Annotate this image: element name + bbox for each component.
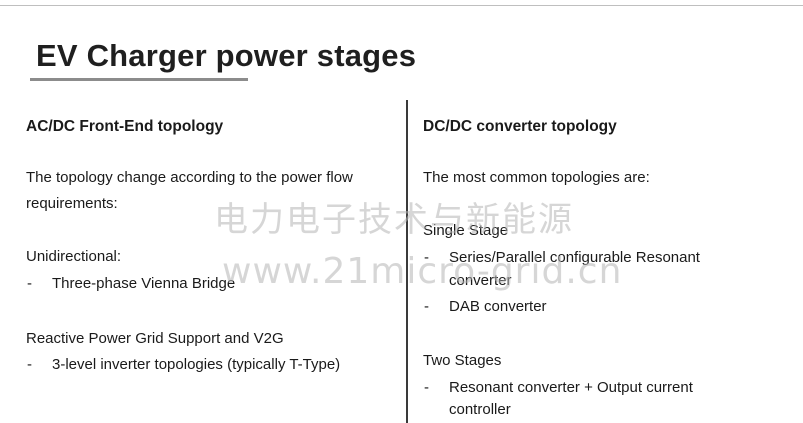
slide-title: EV Charger power stages (36, 38, 417, 73)
title-underline (30, 78, 248, 81)
right-intro: The most common topologies are: (423, 169, 650, 186)
unidirectional-label: Unidirectional: (26, 248, 122, 265)
single-stage-label: Single Stage (423, 222, 509, 239)
two-stage-item-line1: Resonant converter + Output current (449, 379, 693, 396)
t-type-item: 3-level inverter topologies (typically T… (52, 356, 341, 373)
v2g-label: Reactive Power Grid Support and V2G (26, 330, 284, 347)
bullet-dash: - (424, 298, 429, 315)
column-divider (406, 100, 408, 423)
two-stage-item-line2: controller (449, 401, 511, 418)
left-intro-line1: The topology change according to the pow… (26, 169, 353, 186)
left-heading: AC/DC Front-End topology (26, 118, 224, 135)
bullet-dash: - (27, 356, 32, 373)
watermark-chinese-text: 电力电子技术与新能源 (214, 200, 574, 240)
resonant-item-line1: Series/Parallel configurable Resonant (449, 249, 700, 266)
dab-item: DAB converter (449, 298, 547, 315)
bullet-dash: - (424, 249, 429, 266)
top-rule (0, 5, 803, 6)
right-heading: DC/DC converter topology (423, 118, 617, 135)
vienna-bridge-item: Three-phase Vienna Bridge (52, 275, 236, 292)
bullet-dash: - (27, 275, 32, 292)
left-intro-line2: requirements: (26, 195, 118, 212)
two-stages-label: Two Stages (423, 352, 502, 369)
bullet-dash: - (424, 379, 429, 396)
resonant-item-line2: converter (449, 272, 512, 289)
